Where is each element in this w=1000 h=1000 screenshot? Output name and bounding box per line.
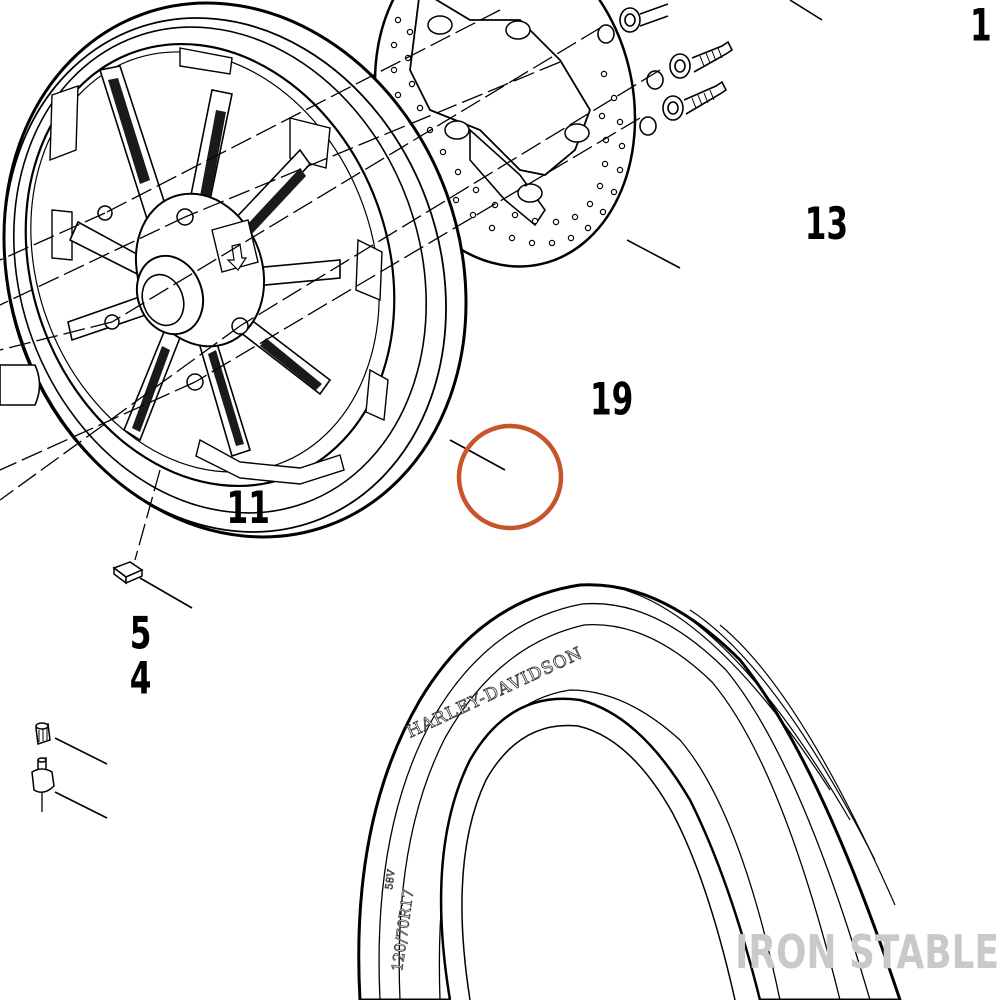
callout-19: 19 bbox=[590, 374, 633, 426]
wheel-hub bbox=[134, 192, 266, 348]
valve-stem bbox=[31, 757, 55, 793]
watermark-text: IRON STABLE bbox=[735, 926, 999, 980]
callout-11: 11 bbox=[227, 482, 270, 534]
tire: HARLEY-DAVIDSON 120/70R17 58V bbox=[357, 583, 902, 1000]
rotor-bolt-bosses bbox=[427, 15, 590, 203]
callout-labels: 1 12 13 19 11 5 4 bbox=[130, 0, 992, 705]
rotor-bolts bbox=[597, 3, 734, 136]
valve-cap bbox=[35, 722, 51, 746]
highlight-ring bbox=[456, 423, 564, 531]
callout-leaders bbox=[54, 0, 823, 819]
callout-4: 4 bbox=[130, 653, 152, 705]
callout-1: 1 bbox=[970, 0, 992, 52]
wheel-weight bbox=[112, 561, 144, 585]
axle bbox=[0, 364, 41, 406]
assembly-center-lines bbox=[0, 9, 661, 815]
tire-load-text: 58V bbox=[384, 868, 398, 890]
callout-5: 5 bbox=[130, 608, 152, 660]
callout-13: 13 bbox=[805, 198, 848, 250]
